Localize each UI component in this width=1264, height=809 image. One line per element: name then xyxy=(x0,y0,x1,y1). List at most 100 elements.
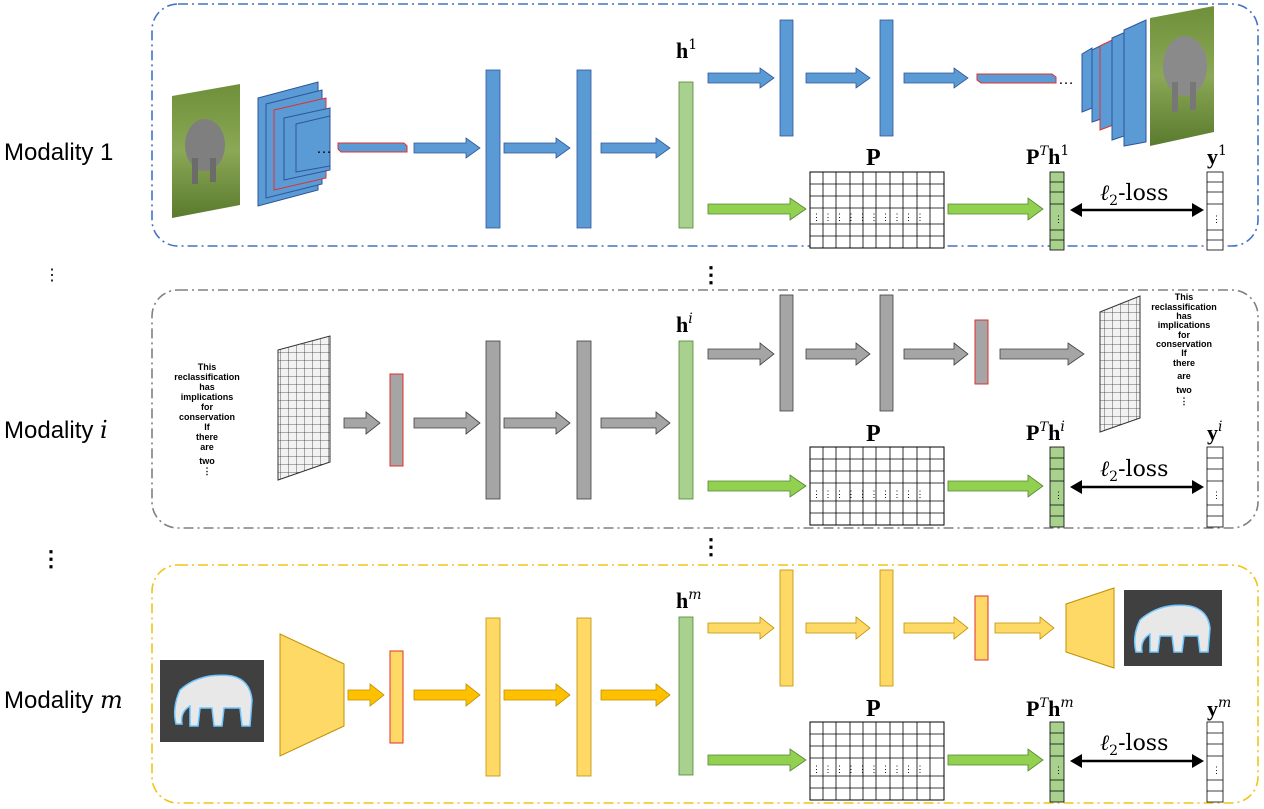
loss-label: ℓ2-loss xyxy=(1100,457,1168,485)
arrow-yellow xyxy=(413,683,481,707)
ellipsis-center: ⋮ xyxy=(700,534,722,559)
svg-text:⋮ ⋮ ⋮ ⋮ ⋮ ⋮ ⋮ ⋮ ⋮ ⋮: ⋮ ⋮ ⋮ ⋮ ⋮ ⋮ ⋮ ⋮ ⋮ ⋮ xyxy=(812,212,925,222)
target-label: yi xyxy=(1207,419,1222,445)
decoded-vector xyxy=(974,595,989,661)
svg-text:⋮: ⋮ xyxy=(1212,765,1221,775)
feature-vector xyxy=(337,142,408,153)
arrow-gray xyxy=(600,411,671,435)
svg-text:If: If xyxy=(1181,348,1188,358)
loss-label: ℓ2-loss xyxy=(1100,181,1168,209)
decoded-vector xyxy=(974,319,989,385)
arrow-yellow xyxy=(994,616,1055,640)
projected-vector: ⋮ xyxy=(1049,171,1065,251)
projected-label: PTh1 xyxy=(1026,143,1069,169)
arrow-gray xyxy=(903,342,969,366)
elephant-sketch-icon xyxy=(160,660,264,742)
svg-text:conservation: conservation xyxy=(179,412,235,422)
fc-layer-2 xyxy=(576,617,592,777)
svg-text:⋮: ⋮ xyxy=(1212,490,1221,500)
modality-i-panel: Modality i This reclassification has imp… xyxy=(4,289,1259,529)
target-label: y1 xyxy=(1207,143,1227,169)
arrow-blue xyxy=(707,67,775,89)
hidden-label: h1 xyxy=(676,37,697,63)
modality-m-panel: Modality m hm P ⋮ ⋮ ⋮ xyxy=(4,564,1259,804)
svg-text:are: are xyxy=(1177,371,1191,381)
arrow-yellow xyxy=(347,683,385,707)
svg-text:⋮: ⋮ xyxy=(1180,396,1189,406)
arrow-blue xyxy=(805,67,871,89)
arrow-gray xyxy=(343,411,381,435)
arrow-blue xyxy=(903,67,969,89)
svg-text:…: … xyxy=(316,140,332,157)
arrow-head-right xyxy=(1192,754,1204,768)
arrow-head-left xyxy=(1070,203,1082,217)
svg-text:for: for xyxy=(201,402,213,412)
svg-text:⋮: ⋮ xyxy=(1054,765,1063,775)
arrow-yellow xyxy=(707,616,775,640)
svg-text:⋮ ⋮ ⋮ ⋮ ⋮ ⋮ ⋮ ⋮ ⋮ ⋮: ⋮ ⋮ ⋮ ⋮ ⋮ ⋮ ⋮ ⋮ ⋮ ⋮ xyxy=(812,489,925,499)
arrow-green xyxy=(947,474,1044,498)
arrow-head-right xyxy=(1192,203,1204,217)
grid-tensor-icon xyxy=(1099,295,1141,433)
loss-label: ℓ2-loss xyxy=(1100,731,1168,759)
arrow-green xyxy=(707,474,807,498)
cnn-stack-icon: … xyxy=(257,81,332,207)
svg-text:for: for xyxy=(1178,330,1190,340)
svg-text:there: there xyxy=(196,432,218,442)
arrow-head-left xyxy=(1070,480,1082,494)
projection-label: P xyxy=(866,145,881,171)
arrow-green xyxy=(707,748,807,772)
svg-text:are: are xyxy=(200,442,214,452)
projected-vector: ⋮ xyxy=(1049,446,1065,528)
modality-m-border xyxy=(151,564,1259,804)
svg-text:This: This xyxy=(1175,292,1194,302)
embedding-vector xyxy=(389,650,404,744)
arrow-gray xyxy=(413,411,481,435)
arrow-green xyxy=(947,197,1044,221)
target-vector: ⋮ xyxy=(1206,446,1224,528)
svg-text:⋮: ⋮ xyxy=(1212,214,1221,224)
modality-i-label: Modality i xyxy=(4,416,108,444)
fc-layer-1 xyxy=(485,617,501,777)
hidden-label: hm xyxy=(676,587,702,613)
arrow-green xyxy=(947,748,1044,772)
hidden-layer xyxy=(678,81,694,229)
arrow-gray xyxy=(805,342,871,366)
svg-text:implications: implications xyxy=(1158,320,1211,330)
decoder-layer-2 xyxy=(879,569,894,687)
arrow-green xyxy=(707,197,807,221)
decoder-layer-2 xyxy=(879,19,894,137)
text-document-icon: This reclassification has implications f… xyxy=(1151,292,1217,406)
deconv-stack-icon xyxy=(1081,19,1147,147)
svg-text:⋮: ⋮ xyxy=(1054,214,1063,224)
fc-layer-1 xyxy=(485,69,501,229)
elephant-photo-icon xyxy=(1150,6,1214,146)
target-vector: ⋮ xyxy=(1206,721,1224,803)
projected-label: PThi xyxy=(1026,419,1065,445)
modality-m-label: Modality m xyxy=(4,686,123,714)
fc-layer-2 xyxy=(576,69,592,229)
svg-text:⋮: ⋮ xyxy=(1054,490,1063,500)
projection-matrix: ⋮ ⋮ ⋮ ⋮ ⋮ ⋮ ⋮ ⋮ ⋮ ⋮ xyxy=(809,721,945,801)
projection-label: P xyxy=(866,696,881,722)
embedding-vector xyxy=(389,373,404,467)
arrow-head-right xyxy=(1192,480,1204,494)
svg-text:has: has xyxy=(199,382,215,392)
modality-1-panel: Modality 1 … h1 xyxy=(4,3,1259,251)
hidden-label: hi xyxy=(676,311,693,337)
fc-layer-1 xyxy=(485,340,501,500)
svg-text:This: This xyxy=(198,362,217,372)
modality-1-label: Modality 1 xyxy=(4,139,113,166)
decoder-layer-2 xyxy=(879,294,894,412)
arrow-blue xyxy=(600,137,671,159)
grid-tensor-icon xyxy=(277,335,331,481)
svg-text:conservation: conservation xyxy=(1156,339,1212,349)
projection-label: P xyxy=(866,421,881,447)
svg-text:there: there xyxy=(1173,358,1195,368)
svg-text:reclassification: reclassification xyxy=(1151,302,1217,312)
svg-text:has: has xyxy=(1176,311,1192,321)
text-document-icon: This reclassification has implications f… xyxy=(174,362,240,476)
projected-label: PThm xyxy=(1026,695,1074,721)
projection-matrix: ⋮ ⋮ ⋮ ⋮ ⋮ ⋮ ⋮ ⋮ ⋮ ⋮ xyxy=(809,171,945,249)
